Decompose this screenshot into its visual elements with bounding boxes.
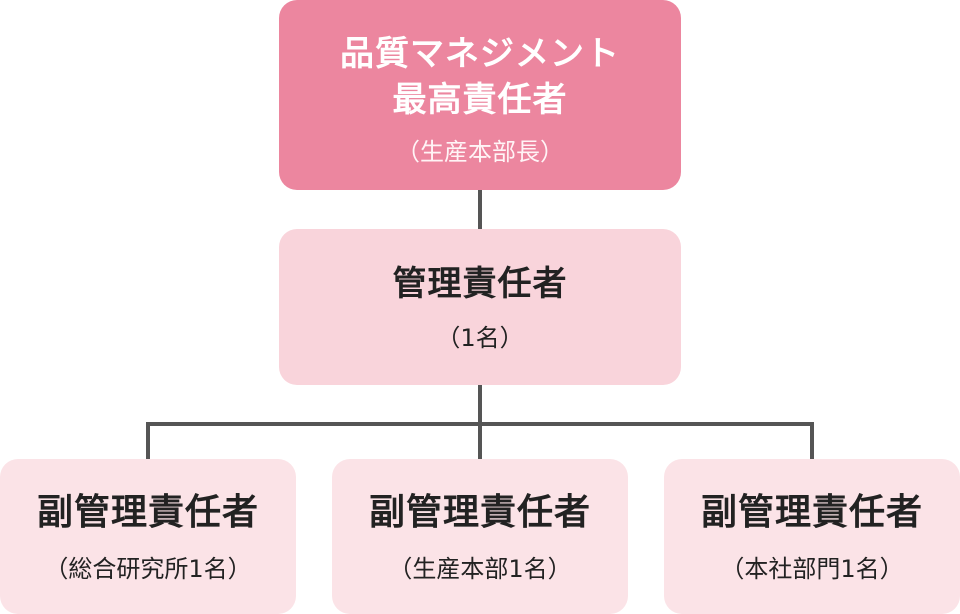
deputy-box-production: 副管理責任者 （生産本部1名） — [332, 459, 628, 614]
deputy-note: （総合研究所1名） — [44, 554, 252, 583]
top-management-title: 品質マネジメント 最高責任者 — [340, 34, 620, 120]
management-representative-note: （1名） — [436, 324, 524, 352]
deputy-title: 副管理責任者 — [36, 491, 259, 533]
deputy-title: 副管理責任者 — [368, 491, 591, 533]
top-management-box: 品質マネジメント 最高責任者 （生産本部長） — [279, 0, 681, 190]
deputy-note: （本社部門1名） — [720, 554, 904, 583]
deputy-box-research: 副管理責任者 （総合研究所1名） — [0, 459, 296, 614]
deputy-title: 副管理責任者 — [700, 491, 923, 533]
management-representative-box: 管理責任者 （1名） — [279, 229, 681, 385]
management-representative-title: 管理責任者 — [392, 264, 568, 304]
top-management-note: （生産本部長） — [396, 138, 564, 166]
deputy-note: （生産本部1名） — [388, 554, 572, 583]
deputy-box-headquarters: 副管理責任者 （本社部門1名） — [664, 459, 960, 614]
